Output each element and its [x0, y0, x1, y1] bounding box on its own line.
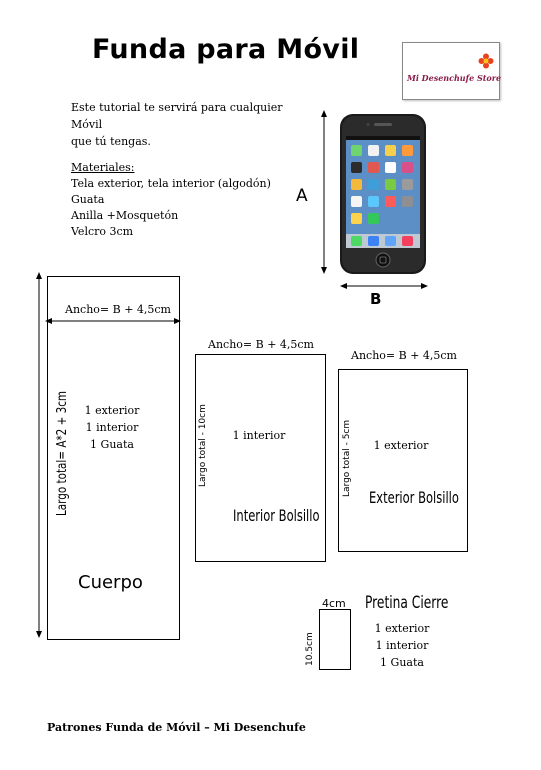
dimension-label-a: A	[296, 186, 308, 206]
length-label-interior-bolsillo: Largo total - 10cm	[198, 404, 208, 487]
materials-item: Anilla +Mosquetón	[71, 209, 179, 222]
cut-list-pretina: 1 exterior 1 interior 1 Guata	[357, 620, 447, 671]
materials-list: Materiales: Tela exterior, tela interior…	[71, 160, 271, 240]
cut-line: 1 Guata	[90, 438, 134, 451]
phone-illustration	[321, 110, 428, 289]
piece-name-pretina: Pretina Cierre	[365, 593, 449, 613]
flower-icon	[478, 53, 494, 69]
cut-line: 1 interior	[232, 429, 286, 442]
intro-line: que tú tengas.	[71, 135, 151, 148]
cut-list-exterior-bolsillo: 1 exterior	[356, 437, 446, 454]
cut-line: 1 exterior	[374, 622, 430, 635]
length-label-pretina: 10.5cm	[305, 632, 315, 666]
dimension-arrow-b	[340, 283, 428, 289]
phone-icon	[340, 114, 426, 274]
page-footer: Patrones Funda de Móvil – Mi Desenchufe	[47, 721, 306, 734]
width-label-exterior-bolsillo: Ancho= B + 4,5cm	[351, 349, 457, 362]
materials-item: Tela exterior, tela interior (algodón)	[71, 177, 271, 190]
cut-line: 1 Guata	[380, 656, 424, 669]
materials-heading: Materiales:	[71, 161, 135, 174]
page-title: Funda para Móvil	[92, 34, 360, 65]
materials-item: Velcro 3cm	[71, 225, 134, 238]
store-logo: Mi Desenchufe Store	[402, 42, 502, 100]
length-arrow-cuerpo	[36, 272, 42, 638]
dimension-label-b: B	[370, 290, 382, 308]
pattern-pretina	[319, 609, 351, 670]
length-label-exterior-bolsillo: Largo total - 5cm	[342, 419, 352, 497]
cut-line: 1 interior	[85, 421, 139, 434]
cut-line: 1 exterior	[373, 439, 429, 452]
intro-text: Este tutorial te servirá para cualquier …	[71, 99, 301, 150]
pattern-interior-bolsillo	[195, 354, 326, 562]
cut-list-interior-bolsillo: 1 interior	[214, 427, 304, 444]
materials-item: Guata	[71, 193, 105, 206]
cut-line: 1 interior	[375, 639, 429, 652]
width-label-interior-bolsillo: Ancho= B + 4,5cm	[208, 338, 314, 351]
dimension-arrow-a	[321, 110, 327, 274]
cut-line: 1 exterior	[84, 404, 140, 417]
width-label-cuerpo: Ancho= B + 4,5cm	[65, 303, 171, 316]
piece-name-interior-bolsillo: Interior Bolsillo	[233, 506, 320, 525]
intro-line: Este tutorial te servirá para cualquier …	[71, 101, 283, 131]
length-label-cuerpo: Largo total= A*2 + 3cm	[55, 390, 70, 516]
pattern-exterior-bolsillo	[338, 369, 468, 552]
pattern-cuerpo	[47, 276, 180, 640]
width-label-pretina: 4cm	[322, 597, 346, 610]
width-arrow-cuerpo	[45, 318, 181, 324]
logo-text: Mi Desenchufe Store	[407, 73, 502, 83]
cut-list-cuerpo: 1 exterior 1 interior 1 Guata	[70, 402, 154, 453]
piece-name-exterior-bolsillo: Exterior Bolsillo	[369, 488, 459, 507]
piece-name-cuerpo: Cuerpo	[78, 572, 143, 593]
